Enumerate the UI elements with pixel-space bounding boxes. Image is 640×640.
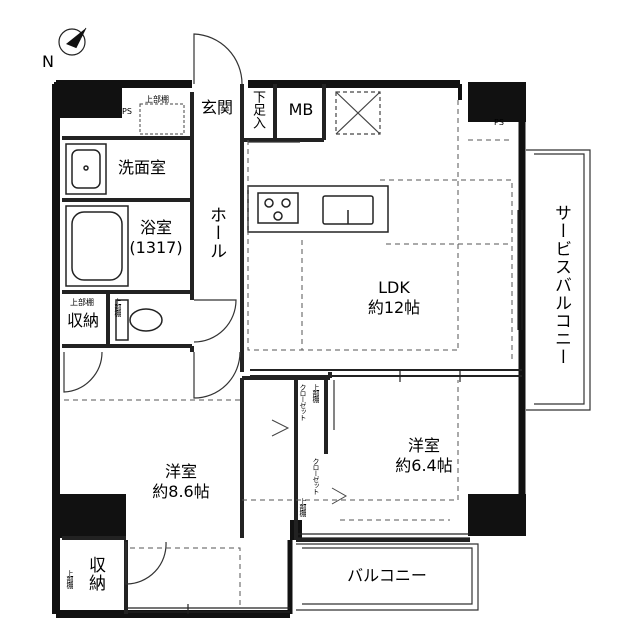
ldk-bedroom-divider	[250, 369, 522, 377]
balcony-outline	[296, 543, 479, 611]
structural-columns	[54, 82, 526, 540]
storage-top: 収納	[67, 311, 100, 330]
upper-shelf-3: 上部棚	[145, 95, 169, 104]
laundry-pan	[139, 103, 185, 135]
upper-shelf-6: 上部棚	[66, 570, 74, 588]
upper-shelf-2: 上部棚	[114, 298, 122, 316]
toilet	[115, 299, 163, 341]
service-balcony-label: サービスバルコニー	[551, 204, 571, 366]
windows	[126, 210, 523, 614]
room-yokushitsu: 浴室	[139, 218, 173, 237]
room-yokushitsu-size: (1317)	[129, 238, 183, 257]
compass-label: N	[42, 52, 54, 71]
room-mb: MB	[288, 100, 314, 119]
upper-shelf-4: 上部棚	[312, 384, 320, 402]
room-ldk: LDK	[378, 278, 410, 297]
washbasin	[65, 143, 107, 195]
bathtub	[65, 205, 129, 287]
room-senmen: 洗面室	[118, 158, 167, 177]
upper-shelf-1: 上部棚	[70, 298, 94, 307]
soffit-lines	[64, 100, 513, 606]
service-balcony-outline	[526, 149, 591, 411]
room-yoshitsu-left-size: 約8.6帖	[152, 482, 210, 501]
ps-right: PS	[494, 118, 504, 127]
door-swings	[63, 33, 335, 585]
room-yoshitsu-right-size: 約6.4帖	[395, 456, 453, 475]
kitchen-counter	[247, 185, 389, 233]
room-ashi-ire: 下足入	[250, 90, 265, 129]
room-genkan: 玄関	[200, 98, 234, 117]
fridge-space	[335, 91, 381, 135]
upper-shelf-5: 上部棚	[299, 498, 307, 516]
balcony-label: バルコニー	[347, 566, 427, 585]
room-yoshitsu-left: 洋室	[164, 462, 198, 481]
room-yoshitsu-right: 洋室	[407, 436, 441, 455]
closet-arrows	[271, 419, 348, 505]
room-ldk-size: 約12帖	[367, 298, 421, 317]
room-hall: ホール	[206, 206, 226, 260]
closet-label-2: クローゼット	[312, 458, 320, 494]
closet-label-1: クローゼット	[299, 384, 307, 420]
storage-bottom: 収納	[85, 556, 105, 592]
ps-left: PS	[122, 107, 132, 116]
north-arrow-icon	[58, 27, 87, 56]
